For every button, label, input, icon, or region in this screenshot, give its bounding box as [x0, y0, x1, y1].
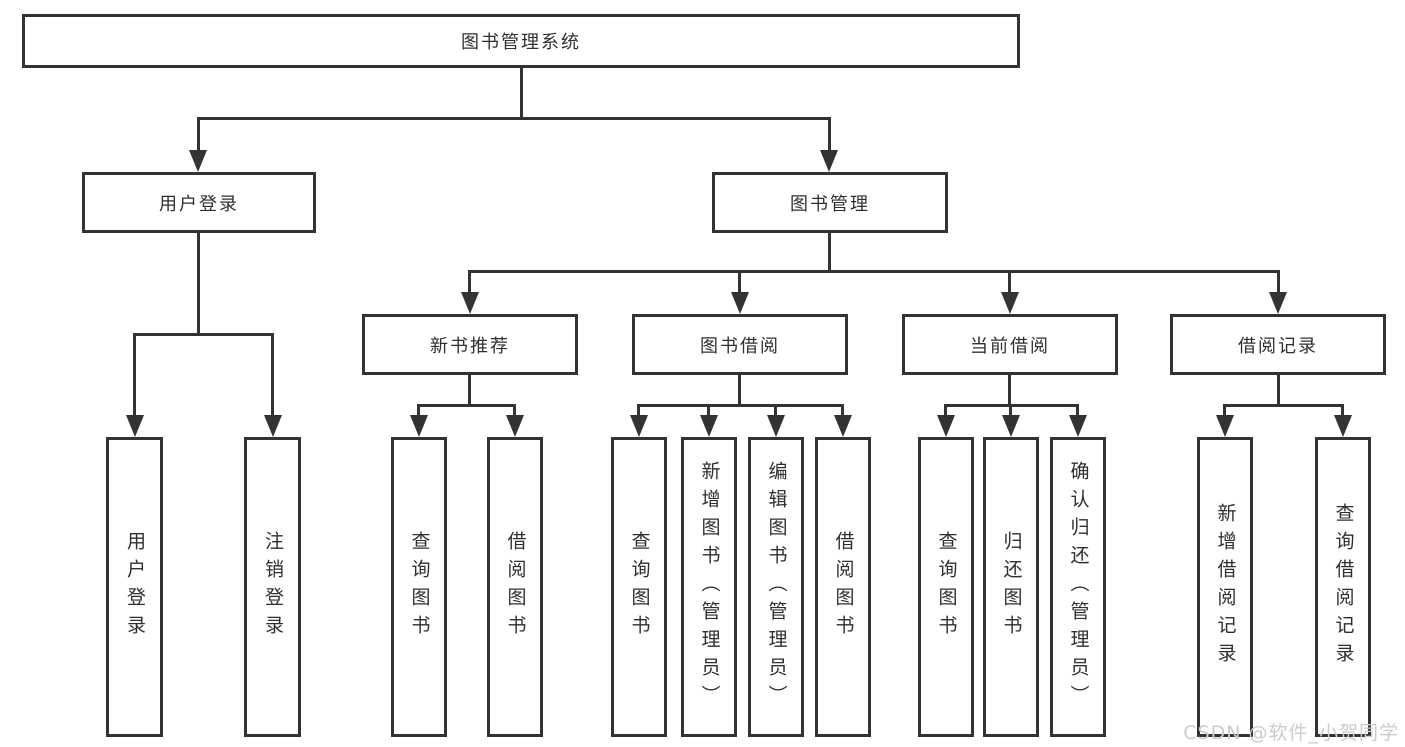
node-borrow-records: 借阅记录	[1170, 314, 1386, 375]
connector-stem	[1008, 375, 1011, 407]
leaf-label: 新增借阅记录	[1214, 503, 1237, 671]
node-label: 借阅记录	[1238, 335, 1318, 357]
leaf-query-books-current: 查询图书	[918, 437, 974, 737]
arrowhead	[189, 150, 207, 172]
leaf-label: 用户登录	[124, 531, 146, 643]
leaf-label: 借阅图书	[832, 531, 855, 643]
arrowhead	[820, 150, 838, 172]
node-label: 新书推荐	[430, 335, 510, 357]
leaf-label: 归还图书	[1000, 531, 1023, 643]
connector-drop	[468, 270, 471, 296]
leaf-query-books-recommend: 查询图书	[391, 437, 447, 737]
leaf-label: 确认归还（管理员）	[1067, 461, 1090, 713]
watermark: CSDN @软件_小贺同学	[1183, 722, 1399, 744]
leaf-borrow-books-recommend: 借阅图书	[487, 437, 543, 737]
arrowhead	[731, 292, 749, 314]
connector-drop	[774, 404, 777, 418]
leaf-label: 借阅图书	[504, 531, 527, 643]
arrowhead	[264, 415, 282, 437]
arrowhead	[1002, 415, 1020, 437]
connector-bar	[133, 333, 274, 336]
arrowhead	[461, 292, 479, 314]
connector-root-bar	[197, 117, 831, 120]
node-label: 用户登录	[159, 193, 239, 215]
arrowhead	[1001, 292, 1019, 314]
leaf-user-login: 用户登录	[106, 437, 163, 737]
leaf-logout: 注销登录	[244, 437, 301, 737]
leaf-label: 注销登录	[262, 531, 284, 643]
arrowhead	[506, 415, 524, 437]
arrowhead	[1269, 292, 1287, 314]
connector-drop	[828, 117, 831, 153]
node-current-borrow: 当前借阅	[902, 314, 1118, 375]
node-label: 当前借阅	[970, 335, 1050, 357]
connector-drop	[1341, 404, 1344, 418]
arrowhead	[1334, 415, 1352, 437]
connector-drop	[841, 404, 844, 418]
connector-drop	[944, 404, 947, 418]
connector-stem	[197, 233, 200, 336]
arrowhead	[834, 415, 852, 437]
connector-bar	[1223, 404, 1344, 407]
connector-drop	[513, 404, 516, 418]
leaf-borrow-books: 借阅图书	[815, 437, 871, 737]
connector-drop	[1009, 404, 1012, 418]
leaf-confirm-return-admin: 确认归还（管理员）	[1050, 437, 1106, 737]
connector-drop	[738, 270, 741, 296]
leaf-label: 编辑图书（管理员）	[765, 461, 788, 713]
leaf-add-books-admin: 新增图书（管理员）	[681, 437, 737, 737]
arrowhead	[700, 415, 718, 437]
arrowhead	[1216, 415, 1234, 437]
connector-stem	[1277, 375, 1280, 407]
arrowhead	[1069, 415, 1087, 437]
arrowhead	[410, 415, 428, 437]
leaf-add-borrow-record: 新增借阅记录	[1197, 437, 1253, 737]
leaf-label: 查询图书	[628, 531, 651, 643]
connector-drop	[707, 404, 710, 418]
connector-drop	[271, 333, 274, 418]
connector-stem	[828, 233, 831, 273]
connector-bar	[468, 270, 1280, 273]
leaf-query-books-borrow: 查询图书	[611, 437, 667, 737]
connector-stem	[738, 375, 741, 407]
connector-drop	[637, 404, 640, 418]
node-label: 图书管理	[790, 193, 870, 215]
connector-drop	[197, 117, 200, 153]
node-book-borrow: 图书借阅	[632, 314, 848, 375]
arrowhead	[630, 415, 648, 437]
node-root-label: 图书管理系统	[461, 32, 581, 53]
connector-bar	[417, 404, 516, 407]
arrowhead	[767, 415, 785, 437]
connector-drop	[1008, 270, 1011, 296]
leaf-label: 新增图书（管理员）	[698, 461, 721, 713]
connector-drop	[133, 333, 136, 418]
connector-bar	[637, 404, 843, 407]
connector-drop	[1076, 404, 1079, 418]
leaf-edit-books-admin: 编辑图书（管理员）	[748, 437, 804, 737]
connector-drop	[417, 404, 420, 418]
leaf-query-borrow-record: 查询借阅记录	[1315, 437, 1371, 737]
leaf-label: 查询图书	[408, 531, 431, 643]
arrowhead	[126, 415, 144, 437]
leaf-label: 查询借阅记录	[1332, 503, 1355, 671]
arrowhead	[937, 415, 955, 437]
node-book-management: 图书管理	[712, 172, 948, 233]
connector-drop	[1223, 404, 1226, 418]
connector-drop	[1277, 270, 1280, 296]
node-user-login: 用户登录	[82, 172, 316, 233]
leaf-label: 查询图书	[935, 531, 958, 643]
node-new-book-recommend: 新书推荐	[362, 314, 578, 375]
connector-root-stem	[520, 68, 523, 120]
leaf-return-books: 归还图书	[983, 437, 1039, 737]
connector-stem	[468, 375, 471, 407]
node-root: 图书管理系统	[22, 14, 1020, 68]
node-label: 图书借阅	[700, 335, 780, 357]
